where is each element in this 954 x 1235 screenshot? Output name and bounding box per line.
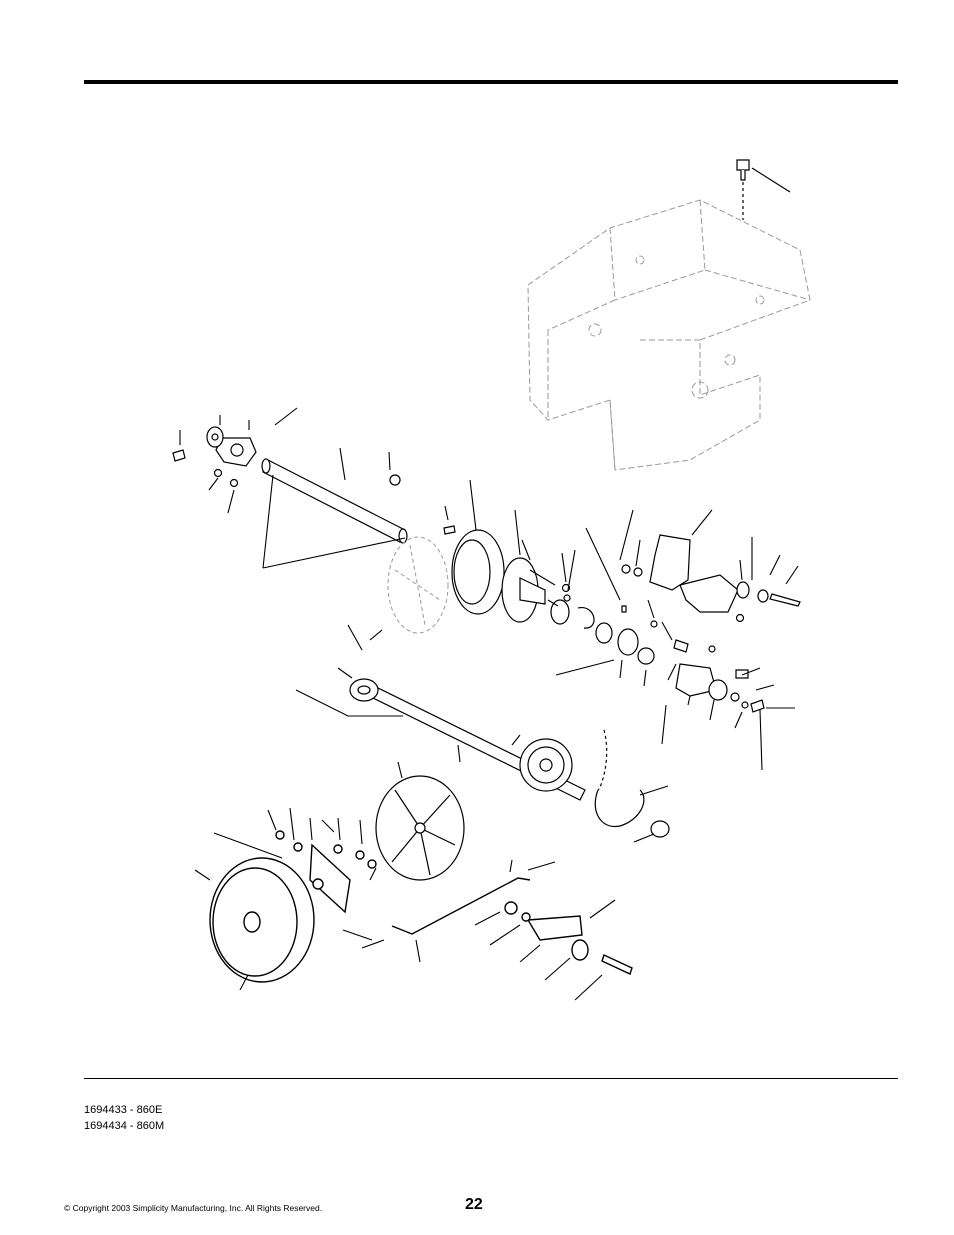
footer-rule xyxy=(84,1078,898,1079)
model-list: 1694433 - 860E 1694434 - 860M xyxy=(84,1102,164,1134)
upper-shaft-assembly xyxy=(172,426,658,665)
bracket-assembly xyxy=(621,534,801,713)
top-bolt xyxy=(736,159,791,220)
auger-phantom xyxy=(387,536,449,634)
frame-housing-phantom xyxy=(527,199,811,471)
callout-leaders xyxy=(179,407,799,1001)
model-item: 1694433 - 860E xyxy=(84,1104,163,1116)
copyright-text: © Copyright 2003 Simplicity Manufacturin… xyxy=(64,1203,323,1213)
impeller-plate xyxy=(375,775,465,881)
header-rule xyxy=(84,80,898,84)
model-item: 1694434 - 860M xyxy=(84,1120,165,1132)
control-rod xyxy=(391,877,633,975)
page-number: 22 xyxy=(465,1196,483,1213)
lower-shaft-assembly xyxy=(349,678,670,838)
pulley-wheel xyxy=(209,830,377,983)
